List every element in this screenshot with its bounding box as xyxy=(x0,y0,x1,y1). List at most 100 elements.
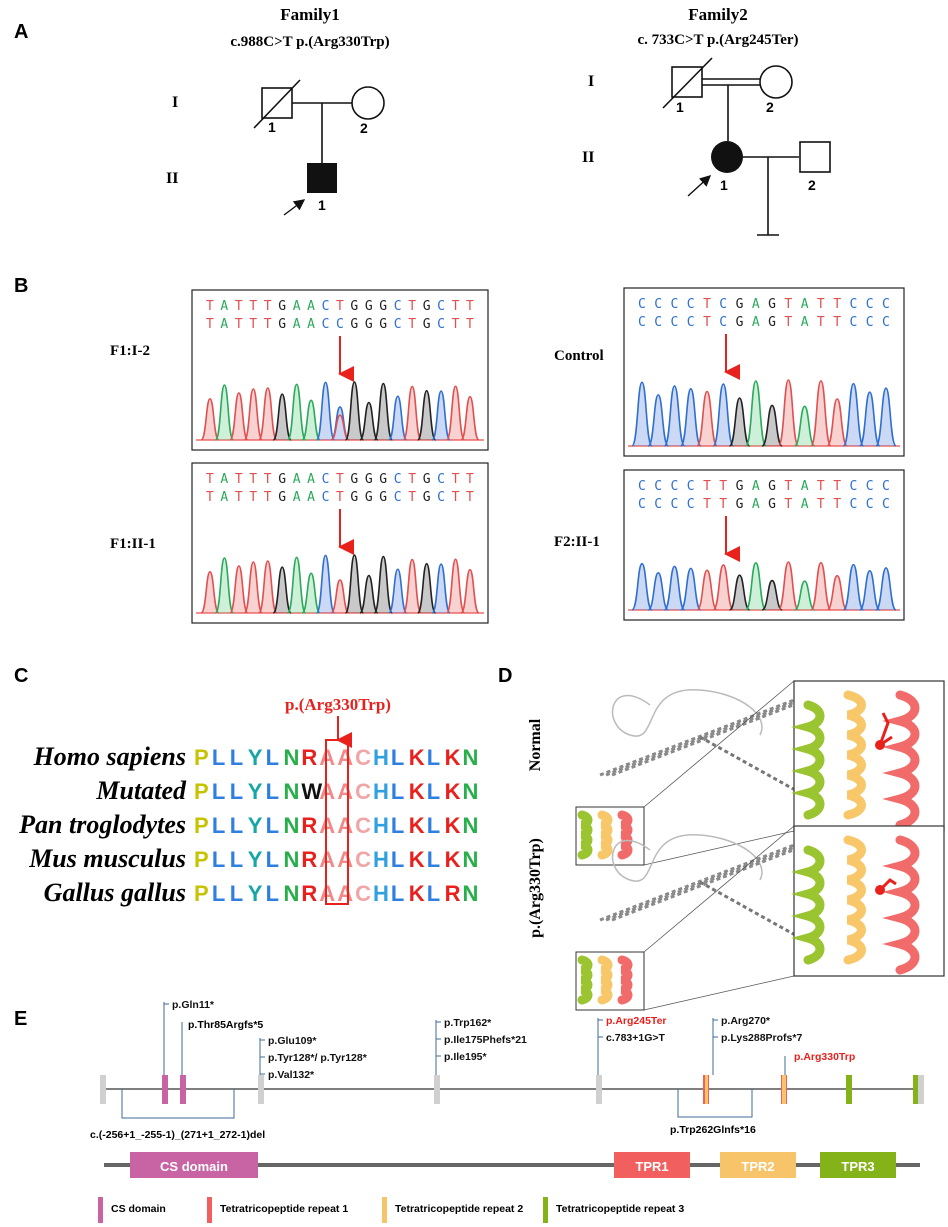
family2-I1-male xyxy=(671,66,703,98)
svg-text:I: I xyxy=(588,73,594,90)
exon-block xyxy=(180,1075,186,1104)
svg-text:1: 1 xyxy=(268,119,276,135)
exon-block xyxy=(846,1075,852,1104)
exon-block xyxy=(258,1075,264,1104)
svg-text:2: 2 xyxy=(808,177,816,193)
domain-label: TPR2 xyxy=(741,1159,774,1174)
panel-label-b: B xyxy=(14,275,28,297)
family1-II1-affected-male xyxy=(307,163,337,193)
species-label: Homo sapiens xyxy=(33,742,186,771)
pedigree-family2: Family2 c. 733C>T p.(Arg245Ter) I II 1 2… xyxy=(582,5,831,236)
legend-label: Tetratricopeptide repeat 3 xyxy=(556,1203,684,1215)
alignment-variant-label: p.(Arg330Trp) xyxy=(285,695,391,714)
species-label: Mus musculus xyxy=(28,844,186,873)
family1-I2-female xyxy=(351,86,385,120)
legend-label: CS domain xyxy=(111,1203,166,1215)
variant-label: p.Arg245Ter xyxy=(606,1015,667,1027)
species-label: Pan troglodytes xyxy=(18,810,186,839)
domain-label: TPR3 xyxy=(841,1159,874,1174)
exon-block xyxy=(596,1075,602,1104)
panel-label-e: E xyxy=(14,1008,27,1030)
panel-label-d: D xyxy=(498,665,512,687)
sample-label-control: Control xyxy=(554,348,604,364)
family1-gen-II: II xyxy=(166,170,178,187)
exon-block xyxy=(434,1075,440,1104)
family1-gen-I: I xyxy=(172,94,178,111)
variant-label: p.Trp262Glnfs*16 xyxy=(670,1124,756,1136)
legend-swatch-tpr2 xyxy=(382,1197,387,1223)
frameshift-bracket xyxy=(677,1089,753,1118)
variant-label: p.Tyr128*/ p.Tyr128* xyxy=(268,1052,368,1064)
exon-block xyxy=(162,1075,168,1104)
legend-label: Tetratricopeptide repeat 2 xyxy=(395,1203,523,1215)
svg-text:II: II xyxy=(582,149,594,166)
species-label: Gallus gallus xyxy=(44,878,186,907)
variant-label: p.Trp162* xyxy=(444,1017,492,1029)
variant-label: c.783+1G>T xyxy=(606,1032,666,1044)
legend-swatch-cs xyxy=(98,1197,103,1223)
sample-label-f1-i2: F1:I-2 xyxy=(110,343,150,359)
family1-variant: c.988C>T p.(Arg330Trp) xyxy=(230,34,389,50)
variant-label: p.Arg270* xyxy=(721,1015,771,1027)
variant-label: p.Val132* xyxy=(268,1069,315,1081)
variant-label: p.Ile175Phefs*21 xyxy=(444,1034,527,1046)
variant-label: p.Gln11* xyxy=(172,999,215,1011)
domain-label: TPR1 xyxy=(635,1159,668,1174)
variant-label: p.Arg330Trp xyxy=(794,1051,855,1063)
svg-text:1: 1 xyxy=(676,99,684,115)
svg-text:1: 1 xyxy=(720,177,728,193)
proband-arrow xyxy=(687,175,712,197)
domain-tpr1 xyxy=(614,1152,690,1178)
exon-block xyxy=(913,1075,919,1104)
exon-block xyxy=(918,1075,924,1104)
domain-cs xyxy=(130,1152,258,1178)
legend-swatch-tpr3 xyxy=(543,1197,548,1223)
proband-arrow xyxy=(283,199,306,216)
sample-label-f2-ii1: F2:II-1 xyxy=(554,534,600,550)
pedigree-family1: Family1 c.988C>T p.(Arg330Trp) I II 1 2 … xyxy=(166,5,390,216)
panel-label-c: C xyxy=(14,665,28,687)
variant-label: p.Lys288Profs*7 xyxy=(721,1032,802,1044)
domain-tpr3 xyxy=(820,1152,896,1178)
family1-title: Family1 xyxy=(280,5,340,24)
exon-block xyxy=(100,1075,106,1104)
svg-text:2: 2 xyxy=(360,120,368,136)
svg-text:1: 1 xyxy=(318,197,326,213)
svg-text:2: 2 xyxy=(766,99,774,115)
sample-label-f1-ii1: F1:II-1 xyxy=(110,536,156,552)
deletion-bracket xyxy=(121,1089,235,1119)
structure-normal xyxy=(575,680,945,866)
panel-label-a: A xyxy=(14,21,28,43)
variant-label: p.Thr85Argfs*5 xyxy=(188,1019,263,1031)
family2-II1-affected-female xyxy=(711,141,743,173)
deceased-mark xyxy=(253,79,301,129)
family2-title: Family2 xyxy=(688,5,748,24)
alignment-highlight-box xyxy=(325,739,349,905)
legend-label: Tetratricopeptide repeat 1 xyxy=(220,1203,348,1215)
family2-variant: c. 733C>T p.(Arg245Ter) xyxy=(637,32,798,48)
family2-I2-female xyxy=(759,65,793,99)
variant-label: p.Glu109* xyxy=(268,1035,317,1047)
domain-tpr2 xyxy=(720,1152,796,1178)
structure-label-mutant: p.(Arg330Trp) xyxy=(527,838,544,938)
family2-II2-male xyxy=(799,141,831,173)
variant-label: p.Ile195* xyxy=(444,1051,488,1063)
